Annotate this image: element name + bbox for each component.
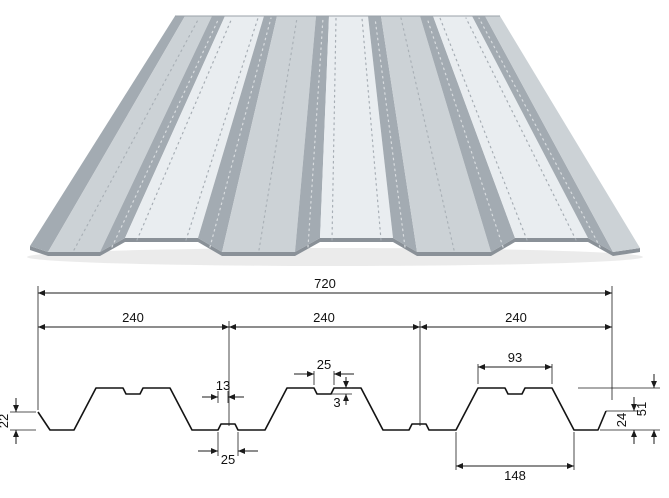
deck-strip-valley bbox=[381, 16, 491, 252]
deck-embossment-dots bbox=[73, 17, 601, 251]
dim-bottom-stiffener-label: 25 bbox=[221, 452, 235, 467]
dim-left-edge-height-label: 22 bbox=[0, 414, 11, 428]
dim-rib-top-width: 93 bbox=[477, 350, 553, 384]
dim-right-lip-height-label: 24 bbox=[614, 413, 629, 427]
dim-pitch-label-3: 240 bbox=[505, 310, 527, 325]
dim-bottom-stiffener: 25 bbox=[198, 432, 258, 467]
profile-dimension-drawing: 720 240 240 240 25 13 bbox=[0, 276, 660, 483]
deck-strip-web bbox=[295, 16, 329, 252]
deck-strip-valley bbox=[222, 16, 316, 252]
dim-overall-width: 720 bbox=[37, 276, 613, 410]
deck-strip-valley bbox=[48, 16, 212, 252]
deck-shadow bbox=[27, 248, 643, 266]
dim-pitch-label-1: 240 bbox=[122, 310, 144, 325]
deck-strip-web bbox=[100, 16, 225, 252]
dim-pitch-label-2: 240 bbox=[313, 310, 335, 325]
dim-small-offset-label: 13 bbox=[216, 378, 230, 393]
deck-front-edge-band bbox=[30, 238, 640, 256]
dim-rib-bottom-width-label: 148 bbox=[504, 468, 526, 483]
dim-rib-bottom-width: 148 bbox=[455, 432, 575, 483]
deck-strip-web bbox=[472, 16, 613, 252]
dim-rib-top-width-label: 93 bbox=[508, 350, 522, 365]
deck-strip-flange bbox=[125, 16, 264, 238]
dim-groove-depth: 3 bbox=[331, 377, 352, 410]
deck-strip-edge-right bbox=[485, 16, 640, 252]
dim-groove-depth-label: 3 bbox=[333, 395, 340, 410]
deck-strip-web bbox=[198, 16, 277, 252]
deck-3d-render bbox=[27, 15, 643, 266]
dim-right-lip-height: 24 bbox=[600, 397, 660, 444]
dim-left-edge-height: 22 bbox=[0, 398, 36, 444]
deck-strip-flange bbox=[433, 16, 588, 238]
dim-profile-height-label: 51 bbox=[634, 402, 649, 416]
deck-strip-flange bbox=[320, 16, 393, 238]
deck-strip-lip-left bbox=[30, 16, 185, 252]
deck-strip-web bbox=[368, 16, 417, 252]
dim-overall-width-label: 720 bbox=[314, 276, 336, 291]
deck-strip-web bbox=[420, 16, 515, 252]
profile-outline bbox=[37, 387, 607, 431]
dim-pitch: 240 240 240 bbox=[38, 310, 612, 426]
dim-top-stiffener-label: 25 bbox=[317, 357, 331, 372]
dim-top-stiffener: 25 bbox=[294, 357, 354, 385]
dim-small-offset: 13 bbox=[202, 378, 244, 403]
dim-profile-height: 51 bbox=[578, 374, 660, 444]
